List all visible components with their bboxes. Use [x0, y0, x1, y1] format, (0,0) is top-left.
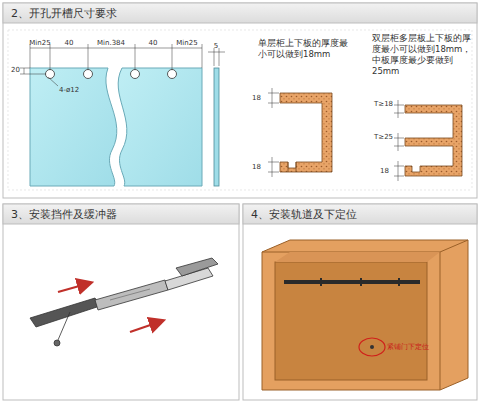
dimension: 18 — [252, 94, 261, 102]
dimension: 18 — [252, 163, 261, 171]
note: 单层柜上下板的厚度最小可以做到18mm — [258, 38, 350, 60]
dimension: 40 — [65, 39, 74, 47]
section-header: 3、安装挡件及缓冲器 — [3, 205, 239, 225]
dimension: Min25 — [176, 39, 197, 47]
header-text: 3、安装挡件及缓冲器 — [11, 208, 117, 221]
section-header: 2、开孔开槽尺寸要求 — [3, 4, 477, 24]
dimension: 20 — [11, 66, 20, 74]
dimension: T≥25 — [374, 133, 393, 141]
note: 双层柜多层板上下板的厚度最小可以做到18mm，中板厚度最少要做到25mm — [372, 33, 472, 77]
hole-callout: 4-ø12 — [59, 86, 79, 94]
section-header: 4、安装轨道及下定位 — [243, 205, 477, 225]
header-text: 2、开孔开槽尺寸要求 — [11, 7, 117, 20]
header-text: 4、安装轨道及下定位 — [251, 208, 357, 221]
dimension: Min25 — [29, 39, 50, 47]
dimension: 5 — [214, 42, 218, 50]
callout-text: 紧铺门下定位 — [387, 343, 429, 351]
dimension: 40 — [149, 39, 158, 47]
dimension: Min.384 — [97, 39, 125, 47]
dimension: T≥18 — [374, 100, 393, 108]
dimension: 18 — [380, 167, 389, 175]
